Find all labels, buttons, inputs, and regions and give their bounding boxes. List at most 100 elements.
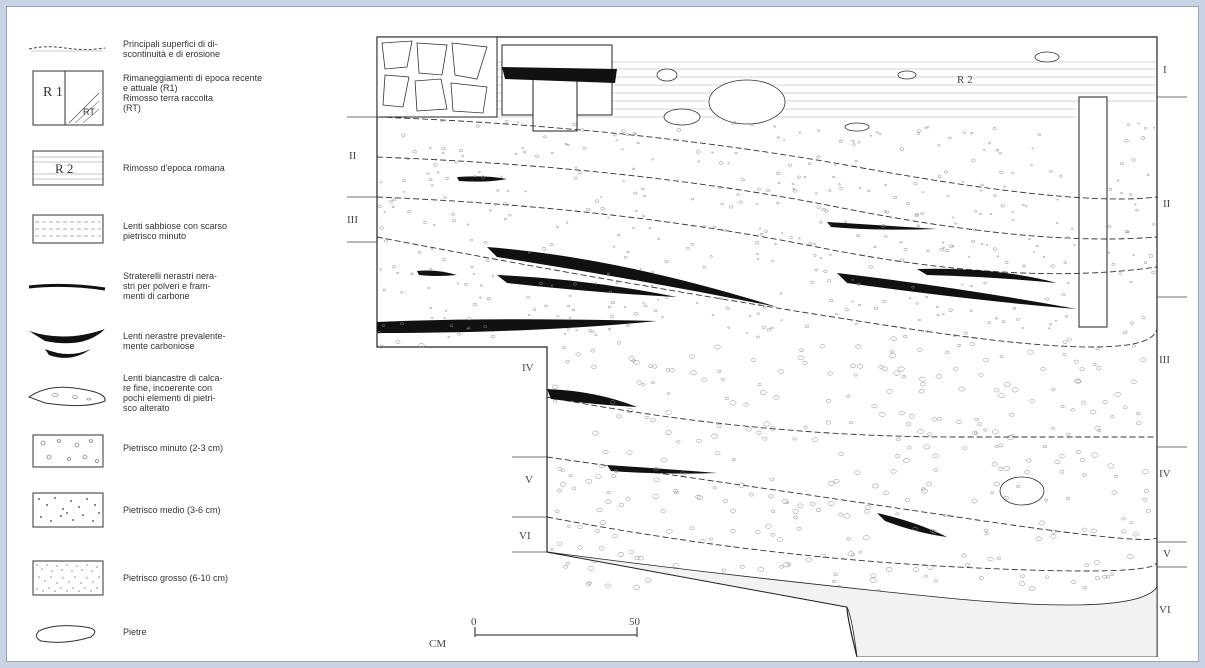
- gravel-clast: [796, 526, 802, 531]
- gravel-clast: [723, 229, 727, 232]
- gravel-clast: [826, 399, 832, 403]
- legend-item-white-lens: Lenti biancastre di calca- re fine, inco…: [25, 373, 295, 421]
- gravel-clast: [564, 143, 568, 145]
- gravel-clast: [709, 537, 713, 541]
- legend-label: Pietrisco minuto (2-3 cm): [123, 443, 224, 453]
- gravel-clast: [1011, 172, 1015, 175]
- gravel-clast: [1107, 251, 1111, 254]
- gravel-clast: [458, 149, 463, 153]
- gravel-clast: [817, 129, 821, 132]
- gravel-clast: [483, 325, 488, 328]
- gravel-clast: [657, 298, 660, 301]
- gravel-clast: [1140, 357, 1147, 363]
- gravel-clast: [815, 192, 818, 195]
- gravel-clast: [785, 501, 789, 504]
- gravel-clast: [805, 557, 812, 562]
- gravel-clast: [931, 529, 938, 534]
- numeral-right-iii: III: [1159, 354, 1170, 366]
- gravel-clast: [987, 556, 994, 562]
- gravel-clast: [1070, 408, 1075, 412]
- gravel-clast: [441, 258, 446, 261]
- gravel-clast: [856, 282, 861, 286]
- gravel-clast: [924, 329, 929, 333]
- legend-item-roman-fill: R 2 Rimosso d'epoca romana: [25, 147, 295, 189]
- gravel-clast: [824, 209, 829, 213]
- gravel-clast: [762, 436, 768, 441]
- gravel-clast: [532, 308, 537, 312]
- gravel-clast: [797, 355, 805, 361]
- gravel-clast: [1081, 527, 1088, 532]
- gravel-clast: [854, 322, 859, 325]
- gravel-clast: [819, 220, 823, 224]
- gravel-clast: [758, 302, 762, 305]
- gravel-clast: [952, 334, 957, 337]
- gravel-clast: [827, 371, 833, 376]
- gravel-clast: [552, 384, 558, 389]
- gravel-clast: [653, 466, 659, 471]
- gravel-clast: [828, 298, 834, 303]
- gravel-clast: [897, 366, 905, 372]
- gravel-clast: [702, 265, 707, 269]
- gravel-clast: [649, 417, 656, 423]
- gravel-clast: [820, 553, 826, 558]
- gravel-clast: [967, 255, 971, 258]
- gravel-clast: [813, 254, 817, 257]
- gravel-clast: [633, 584, 640, 590]
- gravel-clast: [565, 561, 570, 565]
- scale-start: 0: [471, 616, 477, 628]
- gravel-clast: [871, 403, 878, 409]
- gravel-clast: [810, 280, 815, 284]
- gravel-clast: [819, 257, 823, 260]
- gravel-clast: [621, 148, 624, 151]
- gravel-clast: [1059, 470, 1065, 474]
- gravel-clast: [932, 453, 939, 459]
- gravel-clast: [941, 241, 945, 244]
- gravel-clast: [937, 175, 942, 179]
- gravel-clast: [838, 451, 844, 456]
- gravel-clast: [984, 532, 989, 536]
- numeral-left-iii: III: [347, 214, 358, 226]
- gravel-clast: [839, 187, 844, 190]
- gravel-clast: [863, 509, 870, 514]
- gravel-clast: [473, 175, 477, 178]
- gravel-clast: [672, 563, 679, 568]
- gravel-clast: [970, 131, 974, 135]
- gravel-clast: [556, 541, 563, 546]
- gravel-clast: [927, 432, 932, 436]
- gravel-clast: [673, 488, 679, 493]
- gravel-clast: [770, 326, 774, 330]
- legend-label: Principali superfici di di- scontinuità …: [123, 39, 221, 59]
- gravel-clast: [779, 565, 784, 569]
- gravel-clast: [1132, 254, 1135, 257]
- gravel-clast: [992, 127, 997, 130]
- gravel-clast: [592, 430, 599, 436]
- scale-end: 50: [629, 616, 641, 628]
- gravel-clast: [807, 162, 812, 166]
- gravel-clast: [999, 355, 1004, 359]
- gravel-clast: [481, 175, 486, 179]
- gravel-clast: [738, 200, 743, 204]
- gravel-clast: [727, 162, 730, 165]
- gravel-clast: [400, 291, 404, 294]
- legend-item-sand: Lenti sabbiose con scarso pietrisco minu…: [25, 211, 295, 247]
- gravel-clast: [733, 121, 737, 125]
- gravel-clast: [915, 212, 919, 216]
- gravel-clast: [1012, 307, 1017, 310]
- gravel-clast: [944, 248, 949, 253]
- gravel-clast: [1122, 330, 1128, 335]
- gravel-clast: [851, 278, 854, 281]
- gravel-clast: [1003, 185, 1006, 188]
- gravel-clast: [908, 297, 912, 300]
- gravel-clast: [661, 316, 664, 319]
- gravel-clast: [1030, 164, 1033, 167]
- gravel-clast: [917, 347, 923, 352]
- gravel-clast: [611, 533, 618, 539]
- gravel-clast: [697, 160, 701, 163]
- gravel-clast: [983, 528, 989, 532]
- gravel-clast: [893, 370, 901, 376]
- gravel-clast: [947, 136, 952, 140]
- gravel-clast: [451, 219, 457, 223]
- gravel-clast: [898, 410, 905, 416]
- gravel-clast: [961, 283, 964, 286]
- gravel-clast: [496, 189, 500, 192]
